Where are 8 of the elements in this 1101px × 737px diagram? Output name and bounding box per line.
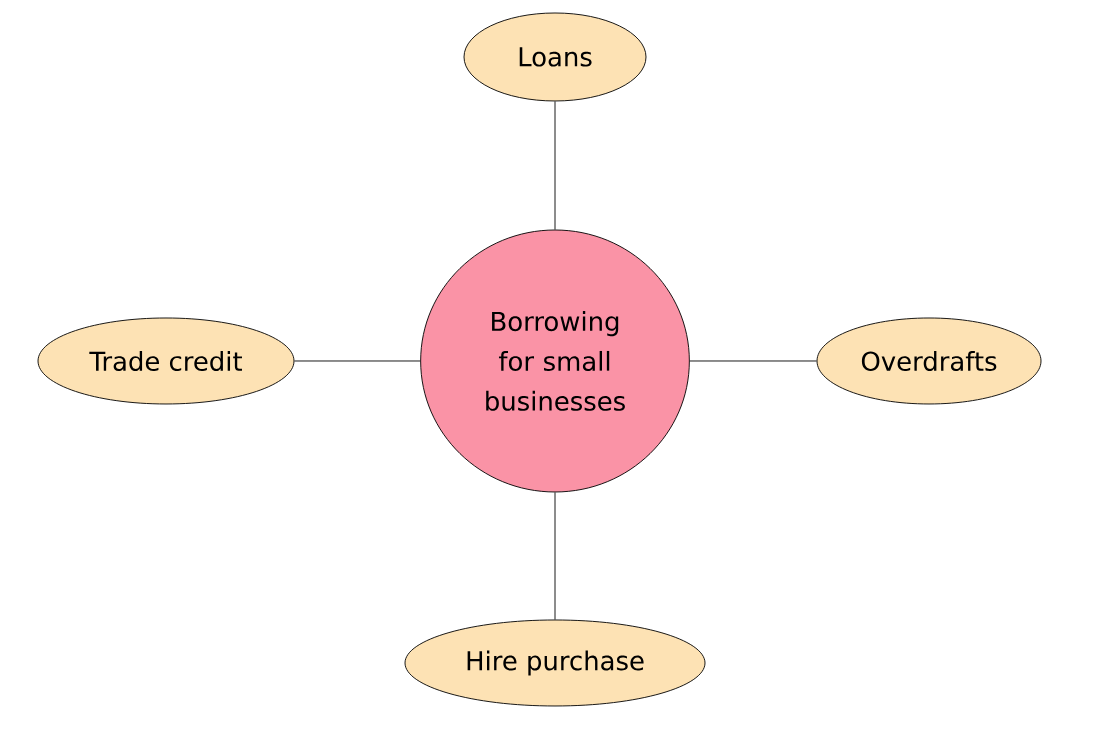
connector-line [294, 360, 421, 362]
oval-box: Trade credit [37, 317, 295, 405]
oval-box: Hire purchase [404, 619, 706, 707]
connector-line [554, 492, 556, 620]
oval-box: Overdrafts [816, 317, 1042, 405]
connector-line [689, 360, 817, 362]
oval-box: Loans [463, 12, 647, 102]
connector-line [554, 101, 556, 230]
